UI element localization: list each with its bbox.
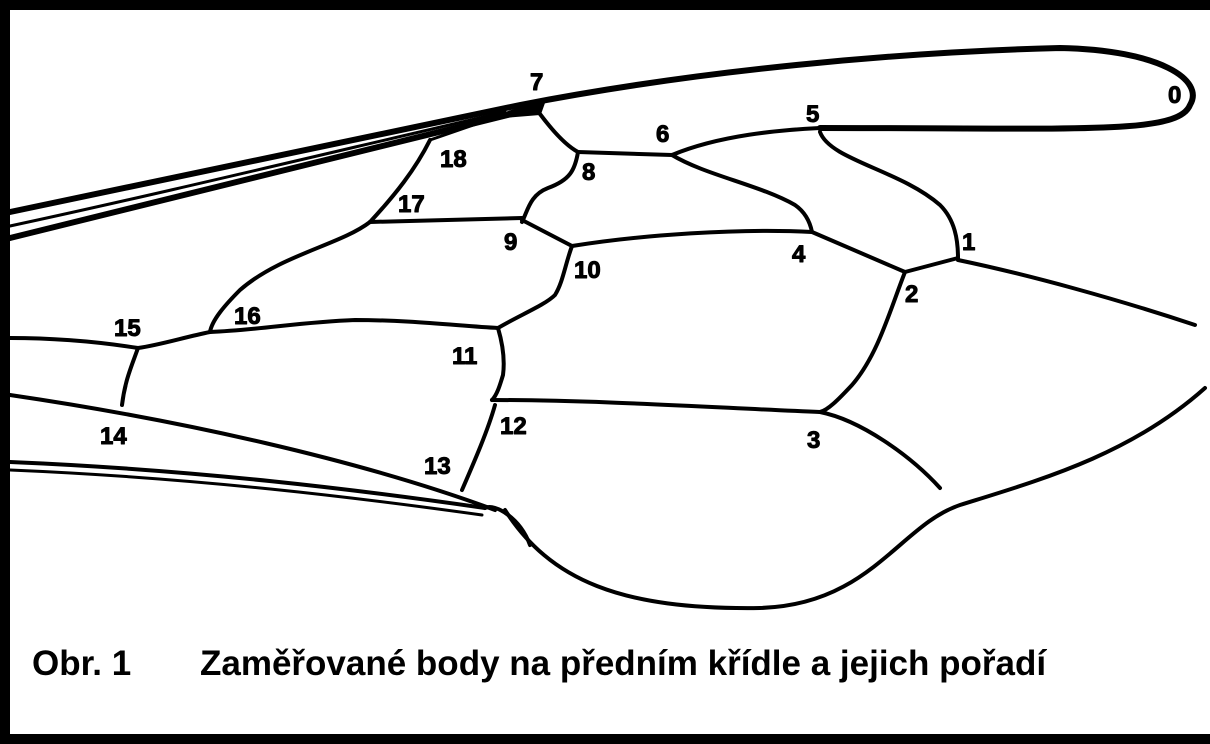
vein-1-2	[903, 256, 960, 274]
landmark-label-8: 8	[582, 159, 595, 186]
landmark-label-2: 2	[905, 281, 918, 308]
landmark-label-5: 5	[806, 101, 819, 128]
landmark-label-3: 3	[807, 427, 820, 454]
vein-18-17	[368, 138, 432, 224]
vein-3-end	[818, 410, 942, 490]
vein-10-4	[570, 228, 814, 248]
anal-vein-upper	[8, 393, 497, 512]
landmark-label-9: 9	[504, 229, 517, 256]
vein-5-1	[818, 130, 960, 260]
vein-7-8	[538, 112, 580, 154]
landmark-label-0: 0	[1168, 82, 1181, 109]
vein-11-12	[490, 326, 506, 402]
landmark-label-7: 7	[530, 69, 543, 96]
outer-margin	[503, 386, 1207, 611]
landmark-label-16: 16	[234, 303, 261, 330]
landmark-label-1: 1	[962, 229, 975, 256]
vein-7-18	[428, 112, 507, 142]
figure-number: Obr. 1	[32, 644, 132, 683]
costal-margin-lower	[7, 109, 523, 241]
landmark-label-6: 6	[656, 121, 669, 148]
figure-caption: Obr. 1 Zaměřované body na předním křídle …	[32, 644, 1046, 684]
costal-inner-line	[8, 110, 507, 228]
landmark-label-14: 14	[100, 423, 127, 450]
landmark-label-13: 13	[424, 453, 451, 480]
landmark-label-12: 12	[500, 413, 527, 440]
landmark-label-17: 17	[398, 191, 425, 218]
vein-4-2	[810, 230, 907, 274]
vein-15-16-11	[8, 318, 500, 350]
vein-2-3	[818, 270, 907, 414]
vein-9-10	[520, 218, 574, 248]
vein-12-13	[460, 403, 497, 492]
vein-6-4	[670, 153, 814, 234]
vein-12-3	[490, 398, 822, 414]
costal-margin-upper	[7, 45, 1196, 215]
vein-6-5	[670, 126, 822, 157]
vein-10-11	[496, 244, 574, 330]
anal-vein-lower-b	[8, 468, 484, 517]
vein-8-6	[576, 150, 674, 157]
vein-8-9	[520, 150, 580, 224]
figure-caption-text: Zaměřované body na předním křídle a jeji…	[200, 644, 1047, 683]
vein-15-14	[120, 346, 140, 407]
landmark-label-15: 15	[114, 315, 141, 342]
anal-lobe-fold	[483, 505, 532, 547]
vein-1-apex	[956, 258, 1197, 327]
landmark-label-10: 10	[574, 257, 601, 284]
landmark-label-18: 18	[440, 146, 467, 173]
landmark-label-4: 4	[792, 241, 806, 268]
anal-vein-lower-a	[8, 460, 487, 510]
vein-17-16	[208, 220, 372, 334]
vein-17-9	[368, 216, 524, 224]
landmark-label-11: 11	[452, 343, 477, 370]
